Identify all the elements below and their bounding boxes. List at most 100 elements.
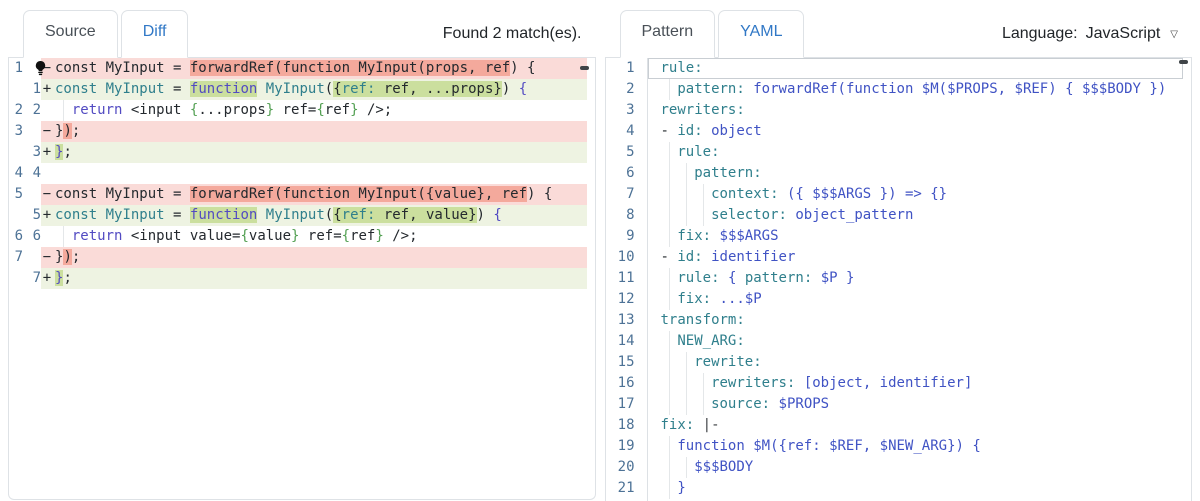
yaml-line: 10- id: identifier — [606, 247, 1184, 268]
code-line: const MyInput = function MyInput({ref: r… — [53, 205, 587, 226]
code-line: rewrite: — [648, 352, 1184, 373]
code-line: const MyInput = function MyInput({ref: r… — [53, 79, 587, 100]
old-line-number: 5 — [14, 186, 23, 202]
line-number: 15 — [606, 352, 648, 373]
old-line-number: 4 — [14, 165, 23, 181]
code-line: fix: ...$P — [648, 289, 1184, 310]
code-line: fix: $$$ARGS — [648, 226, 1184, 247]
code-line: }; — [53, 268, 587, 289]
indent-guide — [668, 436, 670, 457]
new-line-number: 7 — [32, 270, 41, 286]
indent-guide — [668, 352, 670, 373]
new-line-number: 2 — [32, 102, 41, 118]
indent-guide — [685, 373, 687, 394]
line-number: 7 — [606, 184, 648, 205]
old-line-number: 2 — [14, 102, 23, 118]
old-line-number — [11, 79, 23, 100]
old-line-number: 3 — [14, 123, 23, 139]
new-line-number — [29, 121, 41, 142]
line-number: 22 — [606, 499, 648, 501]
yaml-line: 22 — [606, 499, 1184, 501]
code-line: return <input value={value} ref={ref} />… — [53, 226, 587, 247]
yaml-line: 20 $$$BODY — [606, 457, 1184, 478]
lightbulb-icon[interactable] — [35, 60, 46, 76]
indent-guide — [668, 478, 670, 499]
indent-guide — [702, 394, 704, 415]
code-line: selector: object_pattern — [648, 205, 1184, 226]
tab-pattern[interactable]: Pattern — [619, 10, 716, 58]
diff-marker — [41, 226, 53, 247]
code-line: rule: { pattern: $P } — [648, 268, 1184, 289]
diff-line-added: 5+const MyInput = function MyInput({ref:… — [11, 205, 587, 226]
yaml-line: 4- id: object — [606, 121, 1184, 142]
line-number: 1 — [606, 58, 648, 79]
new-line-number — [29, 184, 41, 205]
yaml-line: 19 function $M({ref: $REF, $NEW_ARG}) { — [606, 436, 1184, 457]
code-line: context: ({ $$$ARGS }) => {} — [648, 184, 1184, 205]
new-line-number: 6 — [32, 228, 41, 244]
code-line — [53, 163, 587, 184]
code-line: source: $PROPS — [648, 394, 1184, 415]
tab-diff[interactable]: Diff — [120, 10, 189, 58]
new-line-number: 5 — [32, 207, 41, 223]
code-line: NEW_ARG: — [648, 331, 1184, 352]
line-number: 11 — [606, 268, 648, 289]
indent-guide — [702, 373, 704, 394]
yaml-line: 16 rewriters: [object, identifier] — [606, 373, 1184, 394]
new-line-number — [29, 247, 41, 268]
code-line: $$$BODY — [648, 457, 1184, 478]
line-number: 12 — [606, 289, 648, 310]
yaml-line: 11 rule: { pattern: $P } — [606, 268, 1184, 289]
indent-guide — [668, 79, 670, 100]
code-line: rule: — [648, 142, 1184, 163]
indent-guide — [668, 142, 670, 163]
indent-guide — [668, 331, 670, 352]
code-line: pattern: forwardRef(function $M($PROPS, … — [648, 79, 1184, 100]
diff-marker: + — [41, 268, 53, 289]
indent-guide — [668, 289, 670, 310]
new-line-number: 1 — [32, 81, 41, 97]
old-line-number: 7 — [14, 249, 23, 265]
line-number: 19 — [606, 436, 648, 457]
indent-guide — [685, 163, 687, 184]
diff-lines: 1−const MyInput = forwardRef(function My… — [9, 58, 595, 289]
diff-line-removed: 7−}); — [11, 247, 587, 268]
diff-line-added: 3+}; — [11, 142, 587, 163]
line-number: 14 — [606, 331, 648, 352]
yaml-line: 7 context: ({ $$$ARGS }) => {} — [606, 184, 1184, 205]
line-number: 18 — [606, 415, 648, 436]
diff-marker — [41, 100, 53, 121]
diff-marker: − — [41, 184, 53, 205]
yaml-line: 9 fix: $$$ARGS — [606, 226, 1184, 247]
scrollbar-thumb[interactable] — [579, 66, 589, 70]
code-line: const MyInput = forwardRef(function MyIn… — [53, 58, 587, 79]
indent-guide — [668, 184, 670, 205]
new-line-number: 4 — [32, 165, 41, 181]
indent-guide — [668, 163, 670, 184]
old-line-number — [11, 268, 23, 289]
diff-line-added: 7+}; — [11, 268, 587, 289]
indent-guide — [668, 205, 670, 226]
indent-guide — [702, 184, 704, 205]
tab-source[interactable]: Source — [23, 10, 118, 58]
diff-marker: − — [41, 247, 53, 268]
tab-yaml[interactable]: YAML — [718, 10, 805, 58]
code-line: const MyInput = forwardRef(function MyIn… — [53, 184, 587, 205]
diff-line-added: 1+const MyInput = function MyInput({ref:… — [11, 79, 587, 100]
line-number: 4 — [606, 121, 648, 142]
scrollbar-thumb[interactable] — [1179, 60, 1188, 64]
code-line: }; — [53, 142, 587, 163]
yaml-line: 14 NEW_ARG: — [606, 331, 1184, 352]
language-select[interactable]: Language: JavaScript ▽ — [1002, 25, 1192, 43]
diff-editor[interactable]: 1−const MyInput = forwardRef(function My… — [8, 58, 596, 500]
